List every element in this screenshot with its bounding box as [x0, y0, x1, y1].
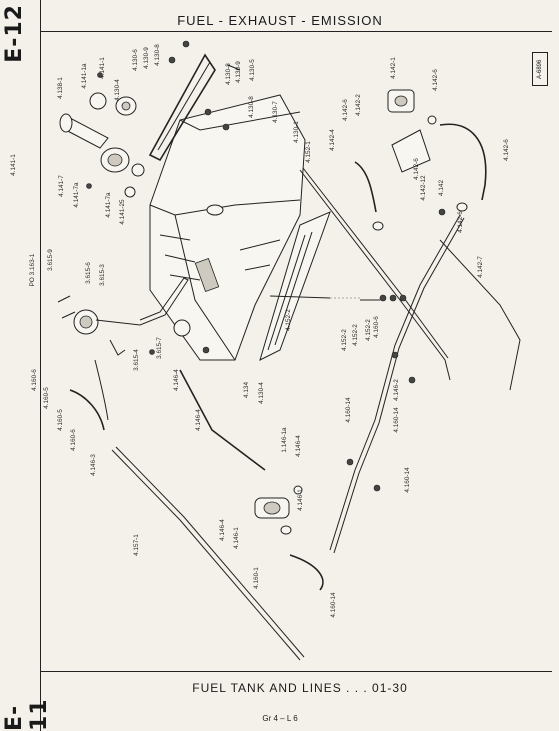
part-number-label: 4.146-4	[219, 519, 226, 541]
part-number-label: 4.142-6	[342, 99, 349, 121]
part-number-label: 4.130-4	[258, 382, 265, 404]
part-number-label: 4.142-6	[432, 69, 439, 91]
part-number-label: 4.160-6	[31, 369, 38, 391]
part-number-label: 4.141-7	[58, 175, 65, 197]
part-number-label: 4.160-6	[373, 316, 380, 338]
part-number-label: 4.130-9	[143, 47, 150, 69]
filler-neck	[59, 92, 145, 198]
part-number-label: 4.142-6	[503, 139, 510, 161]
page-reference: Gr 4 – L 6	[262, 714, 298, 723]
part-number-label: 4.142-6	[457, 211, 464, 233]
tank-strap-bracket	[148, 53, 216, 162]
part-number-label: 4.146-2	[393, 379, 400, 401]
part-number-label: 4.142-12	[420, 175, 427, 201]
part-number-label: 4.142-4	[329, 129, 336, 151]
part-number-label: 4.130-8	[225, 63, 232, 85]
part-number-label: 4.141-1	[10, 154, 17, 176]
fuel-pump-assembly	[354, 89, 487, 231]
part-number-label: 4.141-25	[119, 199, 126, 225]
part-number-label: 4.141-1a	[81, 63, 88, 89]
part-number-label: 4.130-9	[235, 61, 242, 83]
part-number-label: 4.152-2	[341, 329, 348, 351]
part-number-label: 3.615-3	[99, 264, 106, 286]
part-number-label: 4.152-2	[365, 319, 372, 341]
part-number-label: 4.141-7a	[105, 192, 112, 218]
left-margin-rule	[40, 0, 41, 731]
part-number-label: 4.130-8	[154, 44, 161, 66]
part-number-label: PO 3.163-1	[29, 253, 36, 286]
part-number-label: 4.130-6	[132, 49, 139, 71]
part-number-label: 4.142-6	[413, 158, 420, 180]
part-number-label: 4.152-2	[285, 309, 292, 331]
part-number-label: 4.138-1	[57, 77, 64, 99]
part-number-label: 4.130-7	[272, 101, 279, 123]
part-number-label: 4.146-4	[195, 409, 202, 431]
part-number-label: 4.130-5	[249, 59, 256, 81]
part-number-label: 4.146-3	[90, 454, 97, 476]
part-number-label: 4.146-4	[173, 369, 180, 391]
part-number-label: 3.615-9	[47, 249, 54, 271]
part-number-label: 4.142-7	[477, 256, 484, 278]
part-number-label: 4.160-14	[330, 592, 337, 618]
part-number-label: 4.160-6	[70, 429, 77, 451]
part-number-label: 4.152-2	[352, 324, 359, 346]
part-number-label: 4.141-1	[99, 57, 106, 79]
fuel-sender-unit	[57, 257, 220, 356]
fasteners	[86, 40, 446, 492]
part-number-label: 4.160-1	[253, 567, 260, 589]
part-number-label: 4.142-1	[390, 57, 397, 79]
part-number-label: 4.152-1	[305, 141, 312, 163]
part-number-label: 3.615-7	[156, 337, 163, 359]
part-number-label: 4.146-4	[295, 435, 302, 457]
part-number-label: 4.146-1	[297, 489, 304, 511]
part-number-label: 1.146-1a	[281, 427, 288, 453]
part-number-label: 4.142	[438, 180, 445, 196]
part-number-label: 4.130-1	[293, 121, 300, 143]
part-number-label: 4.160-14	[345, 397, 352, 423]
page-title: FUEL - EXHAUST - EMISSION	[177, 13, 383, 28]
part-number-label: 4.160-5	[43, 387, 50, 409]
caption-rule	[40, 671, 552, 672]
part-number-label: 4.142-2	[355, 94, 362, 116]
part-number-label: 4.160-5	[57, 409, 64, 431]
figure-caption: FUEL TANK AND LINES . . . 01-30	[192, 681, 408, 695]
part-number-label: 4.160-14	[404, 467, 411, 493]
part-number-label: 4.157-1	[133, 534, 140, 556]
part-number-label: 4.141-7a	[73, 182, 80, 208]
part-number-label: 3.615-4	[133, 349, 140, 371]
part-number-label: 3.615-6	[85, 262, 92, 284]
part-number-label: 4.130-4	[114, 79, 121, 101]
part-labels: 4.138-1 4.141-1a 4.141-1 4.130-4 4.130-6 4.13…	[10, 44, 510, 618]
part-number-label: 4.146-1	[233, 527, 240, 549]
header-rule	[40, 31, 552, 32]
part-number-label: 4.160-14	[393, 407, 400, 433]
fuel-filter	[254, 485, 303, 535]
part-number-label: 4.134	[243, 382, 250, 398]
part-number-label: 4.130-8	[248, 96, 255, 118]
heat-shield	[259, 211, 331, 361]
